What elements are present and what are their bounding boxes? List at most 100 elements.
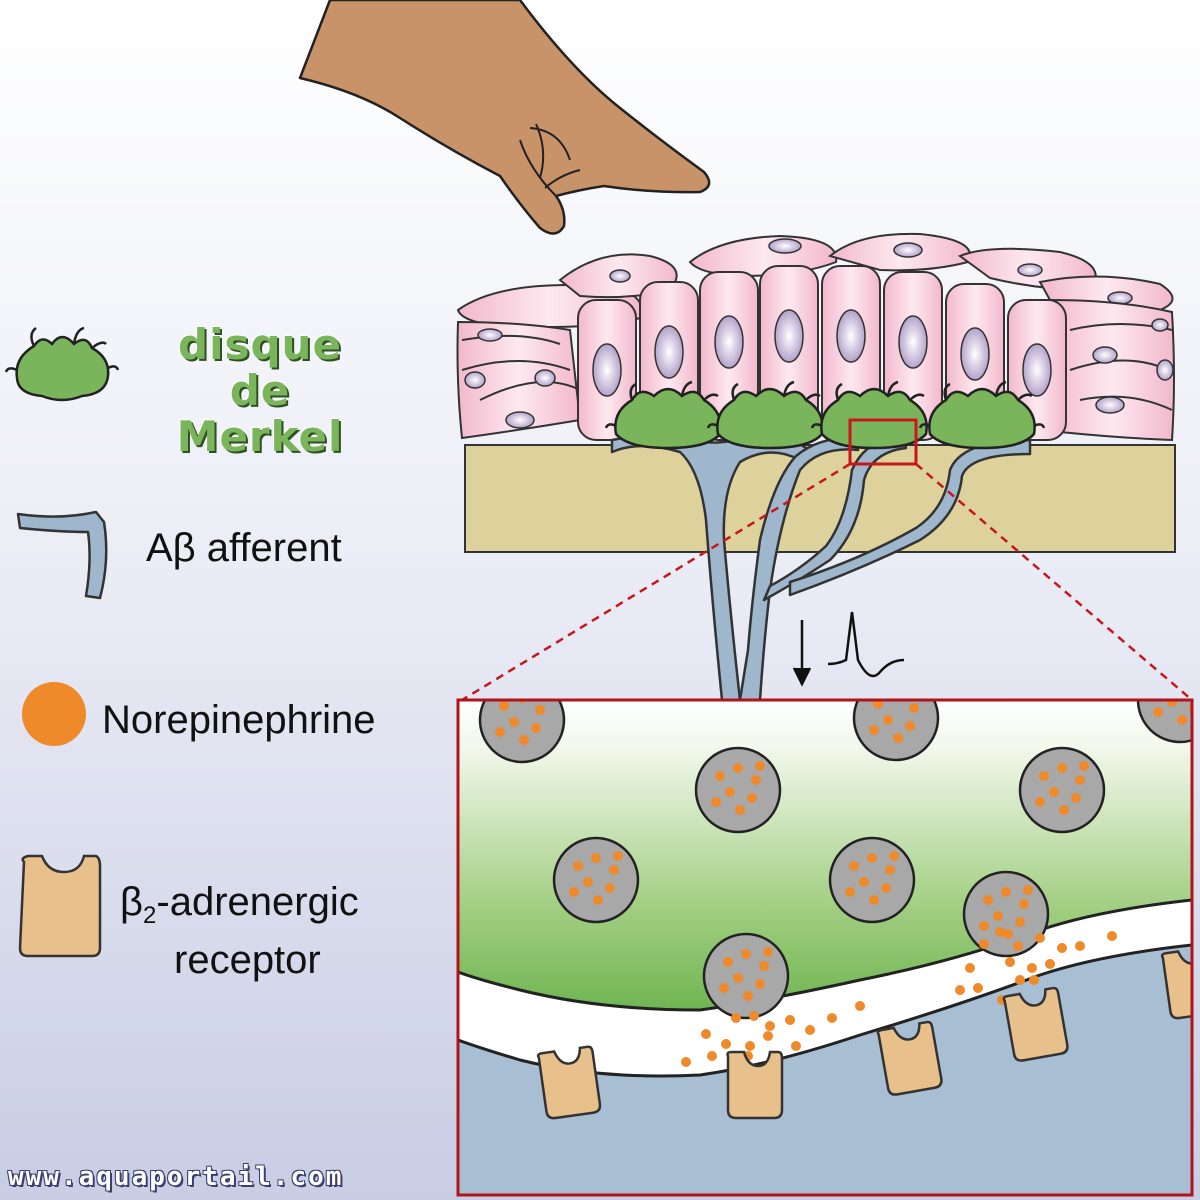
released-norepinephrine-dot bbox=[701, 1029, 711, 1039]
norepinephrine-dot bbox=[535, 705, 545, 715]
afferent-nerve-icon bbox=[16, 510, 108, 600]
beta2-receptor bbox=[1160, 945, 1192, 1020]
legend-receptor-subscript: 2 bbox=[143, 902, 157, 929]
norepinephrine-dot bbox=[1153, 707, 1163, 717]
norepinephrine-dot bbox=[495, 727, 505, 737]
beta2-receptor bbox=[726, 1050, 784, 1120]
legend-merkel-line1: disque bbox=[178, 320, 342, 369]
norepinephrine-dot bbox=[1071, 793, 1081, 803]
norepinephrine-dot bbox=[609, 865, 619, 875]
vesicle bbox=[962, 870, 1050, 958]
dermis-layer bbox=[464, 444, 1176, 553]
released-norepinephrine-dot bbox=[721, 1039, 731, 1049]
norepinephrine-dot bbox=[1001, 887, 1011, 897]
cell-nucleus bbox=[592, 343, 622, 397]
norepinephrine-dot bbox=[741, 949, 751, 959]
legend-receptor-line1: -adrenergic bbox=[156, 880, 359, 924]
norepinephrine-dot bbox=[519, 735, 529, 745]
norepinephrine-dot bbox=[993, 911, 1003, 921]
released-norepinephrine-dot bbox=[1013, 941, 1023, 951]
norepinephrine-dot bbox=[583, 877, 593, 887]
released-norepinephrine-dot bbox=[785, 1015, 795, 1025]
released-norepinephrine-dot bbox=[707, 1051, 717, 1061]
beta2-receptor bbox=[876, 1020, 943, 1096]
released-norepinephrine-dot bbox=[681, 1057, 691, 1067]
norepinephrine-dot bbox=[913, 689, 923, 699]
released-norepinephrine-dot bbox=[965, 963, 975, 973]
norepinephrine-dot bbox=[1075, 775, 1085, 785]
norepinephrine-dot bbox=[1023, 885, 1033, 895]
norepinephrine-dot bbox=[593, 895, 603, 905]
norepinephrine-dot bbox=[573, 861, 583, 871]
norepinephrine-dot bbox=[743, 991, 753, 1001]
norepinephrine-dot bbox=[763, 947, 773, 957]
cell-nucleus bbox=[960, 327, 990, 381]
norepinephrine-dot bbox=[715, 771, 725, 781]
released-norepinephrine-dot bbox=[1057, 943, 1067, 953]
released-norepinephrine-dot bbox=[1029, 975, 1039, 985]
norepinephrine-dot bbox=[605, 883, 615, 893]
released-norepinephrine-dot bbox=[1005, 957, 1015, 967]
released-norepinephrine-dot bbox=[973, 983, 983, 993]
watermark: www.aquaportail.com bbox=[8, 1162, 344, 1192]
norepinephrine-dot bbox=[905, 721, 915, 731]
cell-nucleus bbox=[774, 309, 804, 363]
norepinephrine-dot bbox=[845, 887, 855, 897]
zoom-panel bbox=[456, 673, 1194, 1197]
norepinephrine-dot bbox=[867, 853, 877, 863]
norepinephrine-dot bbox=[885, 865, 895, 875]
norepinephrine-dot bbox=[1049, 787, 1059, 797]
legend-merkel-label: disque de Merkel bbox=[140, 322, 380, 460]
vesicle bbox=[702, 932, 790, 1020]
norepinephrine-dot bbox=[889, 851, 899, 861]
norepinephrine-dot bbox=[733, 973, 743, 983]
zoom-highlight-box bbox=[848, 418, 918, 466]
cell-nucleus bbox=[898, 315, 928, 369]
norepinephrine-dot bbox=[509, 717, 519, 727]
norepinephrine-dot bbox=[909, 703, 919, 713]
norepinephrine-dot bbox=[725, 787, 735, 797]
zoom-line-right bbox=[915, 463, 1193, 701]
norepinephrine-dot bbox=[1019, 899, 1029, 909]
vesicle bbox=[1018, 746, 1106, 834]
zoom-line-left bbox=[461, 462, 851, 702]
legend-afferent-label: Aβ afferent bbox=[146, 526, 342, 570]
norepinephrine-dot bbox=[711, 797, 721, 807]
released-norepinephrine-dot bbox=[1027, 963, 1037, 973]
norepinephrine-dot-icon bbox=[22, 682, 86, 746]
norepinephrine-dot bbox=[983, 895, 993, 905]
beta2-receptor bbox=[536, 1045, 602, 1120]
legend-merkel-line2: de Merkel bbox=[176, 366, 344, 461]
norepinephrine-dot bbox=[869, 725, 879, 735]
norepinephrine-dot bbox=[1175, 673, 1185, 683]
vesicle bbox=[694, 746, 782, 834]
norepinephrine-dot bbox=[613, 851, 623, 861]
receptor-icon bbox=[18, 854, 102, 958]
merkel-disc bbox=[706, 380, 834, 450]
norepinephrine-dot bbox=[1015, 917, 1025, 927]
merkel-disc-icon bbox=[4, 326, 120, 402]
norepinephrine-dot bbox=[723, 957, 733, 967]
norepinephrine-dot bbox=[755, 979, 765, 989]
released-norepinephrine-dot bbox=[805, 1025, 815, 1035]
finger-illustration bbox=[298, 0, 711, 235]
cell-nucleus bbox=[654, 325, 684, 379]
legend-receptor-line2: receptor bbox=[174, 938, 321, 982]
released-norepinephrine-dot bbox=[1035, 933, 1045, 943]
released-norepinephrine-dot bbox=[765, 1021, 775, 1031]
legend-receptor-beta: β bbox=[120, 880, 144, 924]
released-norepinephrine-dot bbox=[979, 939, 989, 949]
released-norepinephrine-dot bbox=[1107, 931, 1117, 941]
released-norepinephrine-dot bbox=[763, 1031, 773, 1041]
released-norepinephrine-dot bbox=[791, 1041, 801, 1051]
norepinephrine-dot bbox=[719, 983, 729, 993]
norepinephrine-dot bbox=[1039, 771, 1049, 781]
released-norepinephrine-dot bbox=[1075, 941, 1085, 951]
beta2-receptor bbox=[1002, 986, 1069, 1062]
norepinephrine-dot bbox=[1177, 715, 1187, 725]
norepinephrine-dot bbox=[859, 877, 869, 887]
vesicle bbox=[852, 700, 940, 762]
norepinephrine-dot bbox=[735, 805, 745, 815]
vesicle bbox=[552, 836, 640, 924]
norepinephrine-dot bbox=[751, 775, 761, 785]
